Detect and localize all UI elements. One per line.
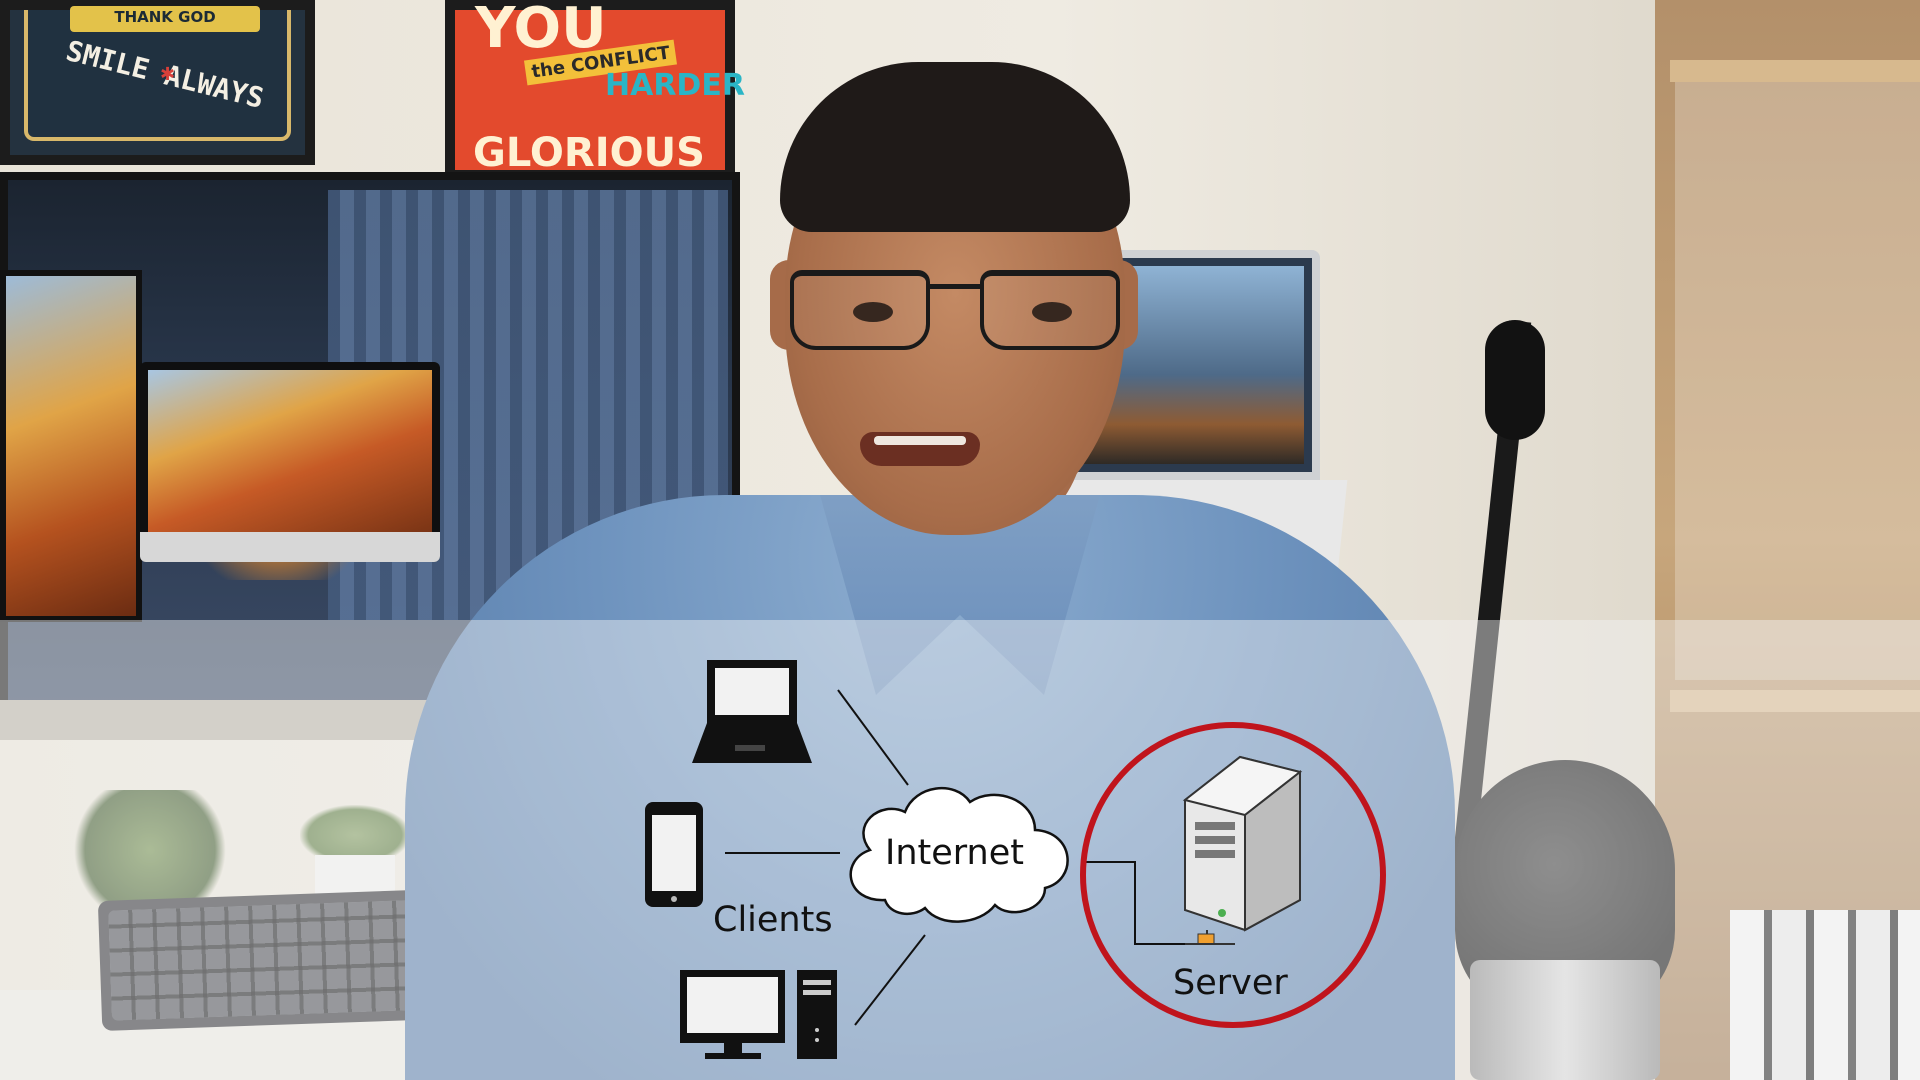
- eyeglasses: [790, 270, 1130, 360]
- shelf-board: [1670, 60, 1920, 82]
- server-icon: [1182, 755, 1303, 945]
- person-eye: [853, 302, 893, 322]
- connector-line: [837, 689, 909, 786]
- internet-label: Internet: [885, 833, 1024, 873]
- wooden-shelf: [1655, 0, 1920, 1080]
- shelf-board: [1670, 690, 1920, 712]
- microphone-body: [1470, 960, 1660, 1080]
- person-eye: [1032, 302, 1072, 322]
- laptop-icon: [692, 660, 812, 763]
- server-highlight-circle: [1080, 722, 1386, 1028]
- person-mouth: [860, 432, 980, 466]
- mic-clip: [1485, 320, 1545, 440]
- poster-word: YOU: [475, 0, 607, 61]
- side-monitor: [0, 270, 142, 622]
- connector-line: [1083, 861, 1195, 945]
- person-hair: [780, 62, 1130, 232]
- poster-word: GLORIOUS: [473, 130, 705, 176]
- poster-banner-text: THANK GOD: [70, 6, 260, 32]
- clients-label: Clients: [713, 900, 833, 940]
- star-icon: ✱: [160, 64, 176, 85]
- poster-word: HARDER: [605, 68, 745, 103]
- server-label: Server: [1173, 963, 1288, 1003]
- desktop-computer-icon: [680, 970, 837, 1059]
- smartphone-icon: [645, 802, 703, 907]
- cloud-icon: [849, 786, 1069, 923]
- imac-computer: [140, 362, 440, 562]
- bonsai-plant: [60, 790, 240, 910]
- connector-line: [854, 934, 926, 1026]
- book-row: [1730, 910, 1920, 1080]
- poster-smile-always: THANK GOD SMILE ALWAYS ✱: [0, 0, 315, 165]
